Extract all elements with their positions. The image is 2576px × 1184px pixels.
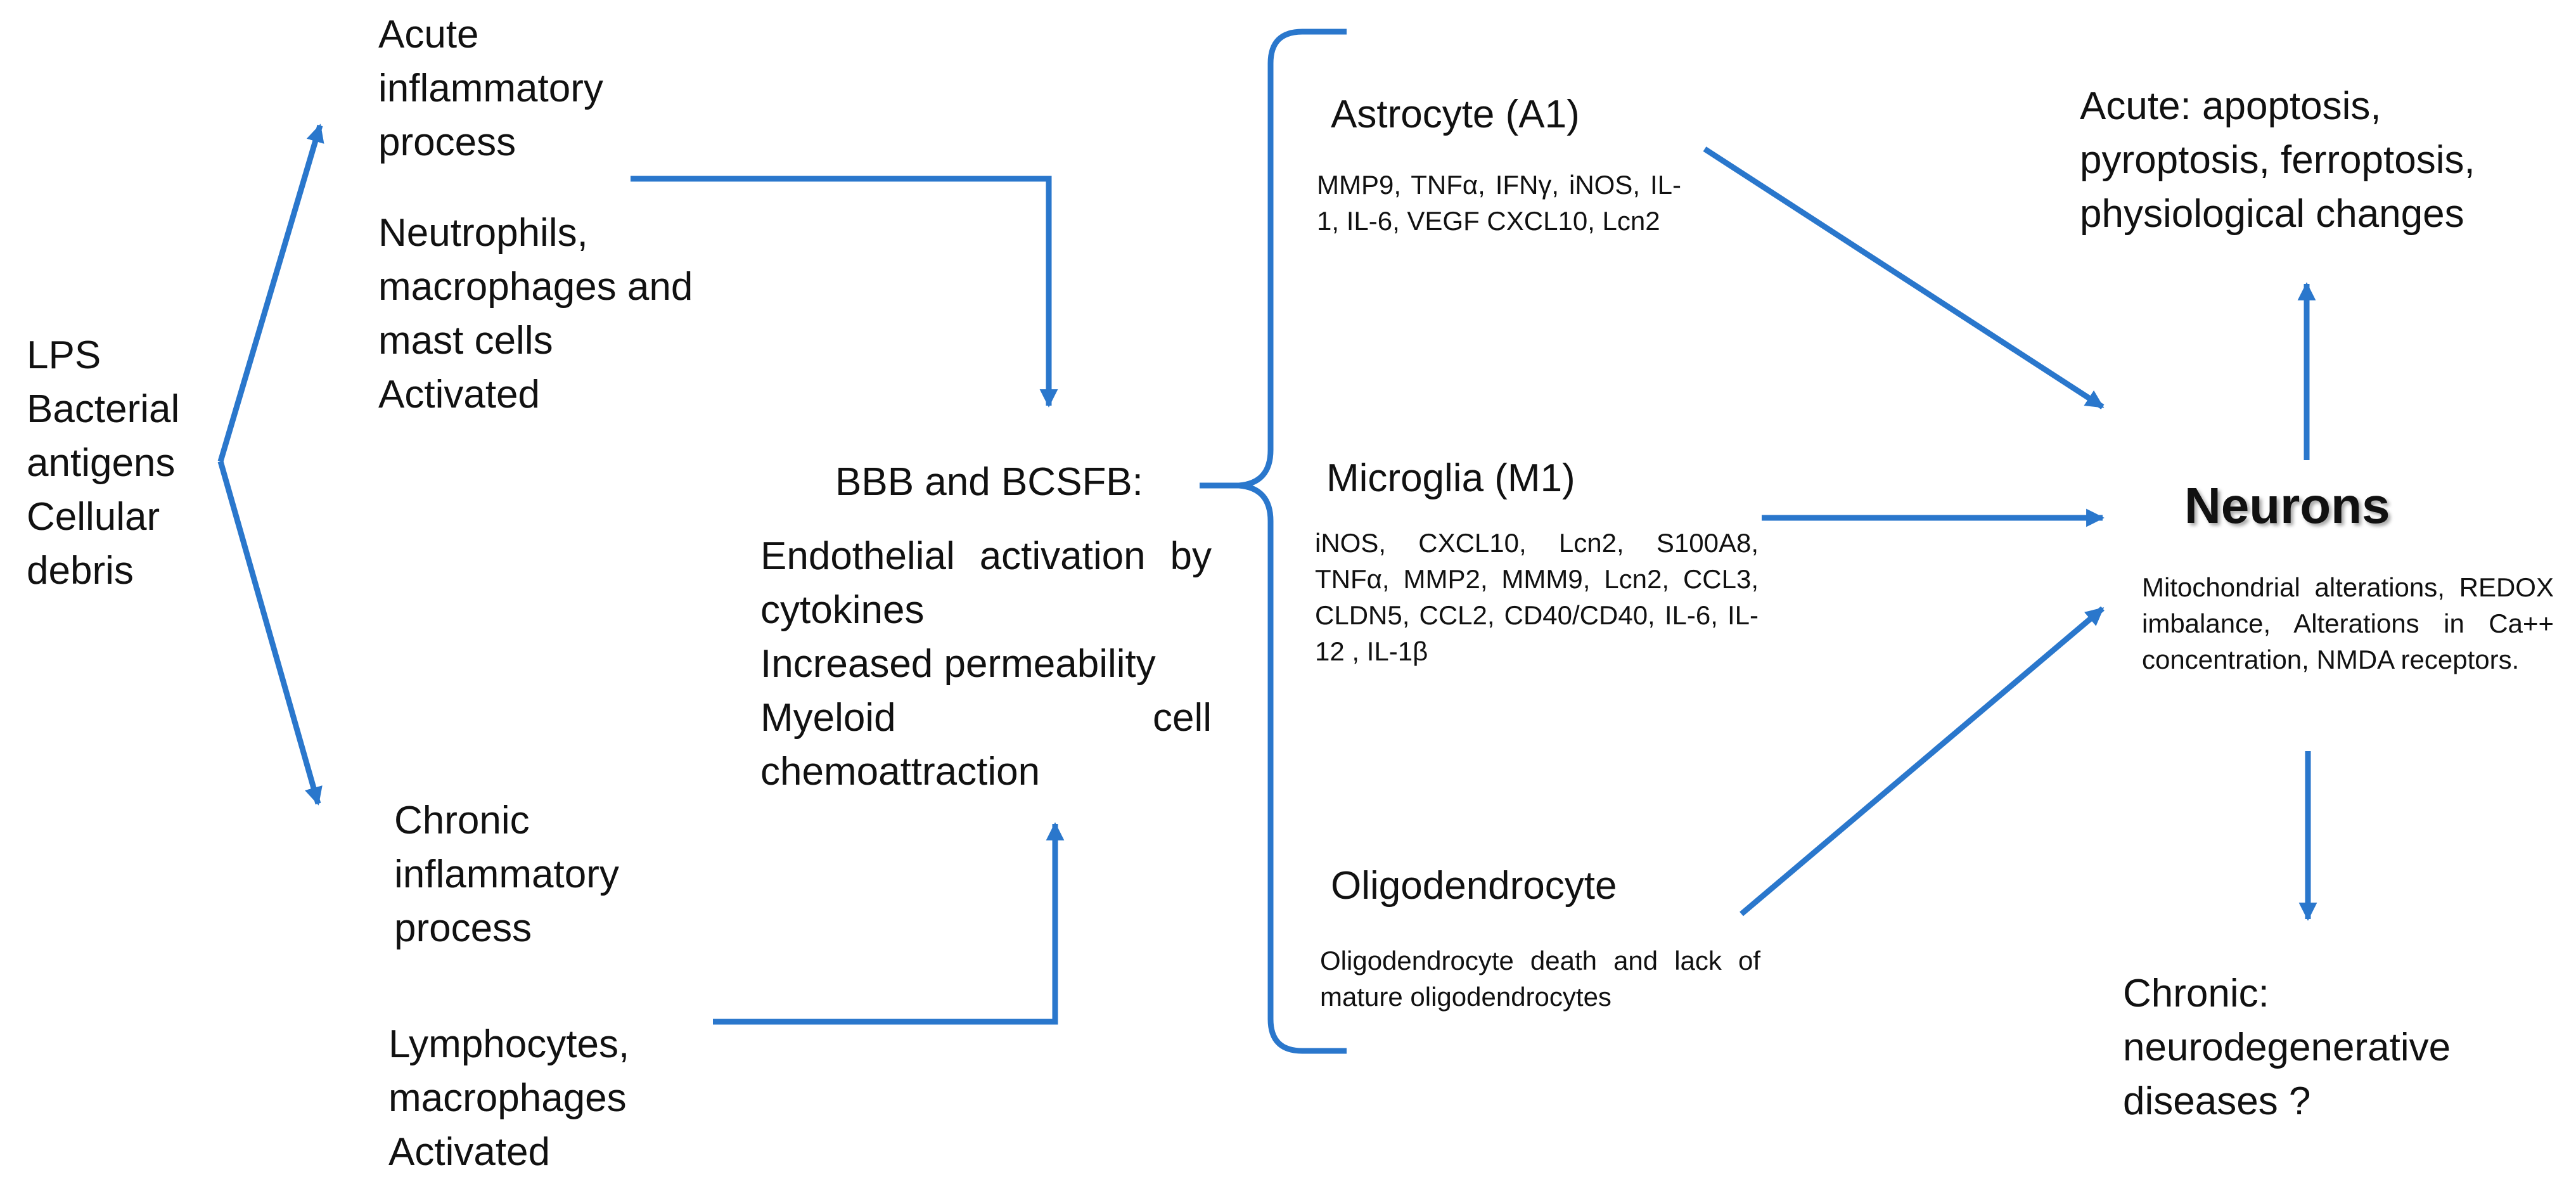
chronic-cells-line: macrophages: [388, 1076, 627, 1120]
chronic-outcome-line: neurodegenerative: [2123, 1026, 2451, 1069]
oligodendrocyte-markers: Oligodendrocyte death and lack of mature…: [1320, 946, 1760, 1012]
acute-cells-line: Activated: [378, 373, 541, 416]
chronic-cells-line: Lymphocytes,: [388, 1022, 630, 1066]
astrocyte-title: Astrocyte (A1): [1331, 93, 1580, 136]
stimulus-line: antigens: [27, 441, 176, 485]
acute-outcome-label: Acute: apoptosis, pyroptosis, ferroptosi…: [2080, 79, 2475, 241]
acute-cells-line: mast cells: [378, 319, 553, 363]
stimulus-label: LPS Bacterial antigens Cellular debris: [27, 328, 179, 598]
arrow-to-acute: [217, 124, 324, 463]
acute-title-line: process: [378, 120, 516, 164]
arrow-oligodendrocyte-to-neurons: [1740, 606, 2105, 917]
barrier-effect-item: Myeloid cell chemoattraction: [760, 696, 1212, 794]
stimulus-line: Bacterial: [27, 387, 180, 431]
acute-cells-line: macrophages and: [378, 265, 693, 309]
acute-process-title: Acute inflammatory process: [378, 8, 603, 169]
acute-title-line: inflammatory: [378, 67, 603, 110]
chronic-outcome-label: Chronic: neurodegenerative diseases ?: [2123, 967, 2451, 1128]
microglia-markers: iNOS, CXCL10, Lcn2, S100A8, TNFα, MMP2, …: [1315, 528, 1759, 666]
arrow-astrocyte-to-neurons: [1703, 146, 2105, 409]
chronic-cells-line: Activated: [388, 1130, 551, 1174]
acute-outcome-line: pyroptosis, ferroptosis,: [2080, 138, 2475, 182]
acute-outcome-line: physiological changes: [2080, 192, 2464, 236]
acute-cells-label: Neutrophils, macrophages and mast cells …: [378, 206, 693, 421]
acute-outcome-line: Acute: apoptosis,: [2080, 84, 2381, 128]
chronic-outcome-line: Chronic:: [2123, 972, 2269, 1015]
microglia-title: Microglia (M1): [1326, 456, 1575, 500]
chronic-title-line: process: [394, 906, 532, 950]
chronic-title-line: inflammatory: [394, 853, 619, 896]
glia-bracket: [1200, 29, 1347, 1054]
neurons-alterations: Mitochondrial alterations, REDOX imbalan…: [2142, 572, 2554, 674]
barrier-effects: Endothelial activation by cytokines Incr…: [760, 529, 1212, 799]
neurons-title: Neurons: [2184, 477, 2390, 534]
arrow-to-chronic: [217, 460, 323, 806]
barrier-title: BBB and BCSFB:: [835, 460, 1143, 504]
barrier-effect-item: Increased permeability: [760, 642, 1156, 686]
oligodendrocyte-title: Oligodendrocyte: [1331, 864, 1617, 908]
stimulus-line: LPS: [27, 333, 101, 377]
arrow-chronic-to-barrier: [713, 822, 1065, 1025]
chronic-outcome-line: diseases ?: [2123, 1079, 2311, 1123]
chronic-process-title: Chronic inflammatory process: [394, 794, 619, 955]
astrocyte-markers: MMP9, TNFα, IFNγ, iNOS, IL-1, IL-6, VEGF…: [1317, 170, 1681, 236]
stimulus-line: debris: [27, 549, 134, 593]
acute-cells-line: Neutrophils,: [378, 211, 588, 255]
barrier-effect-item: Endothelial activation by cytokines: [760, 534, 1212, 632]
chronic-title-line: Chronic: [394, 799, 530, 842]
arrow-acute-to-barrier: [631, 176, 1058, 408]
acute-title-line: Acute: [378, 13, 479, 56]
chronic-cells-label: Lymphocytes, macrophages Activated: [388, 1017, 629, 1179]
stimulus-line: Cellular: [27, 495, 160, 539]
